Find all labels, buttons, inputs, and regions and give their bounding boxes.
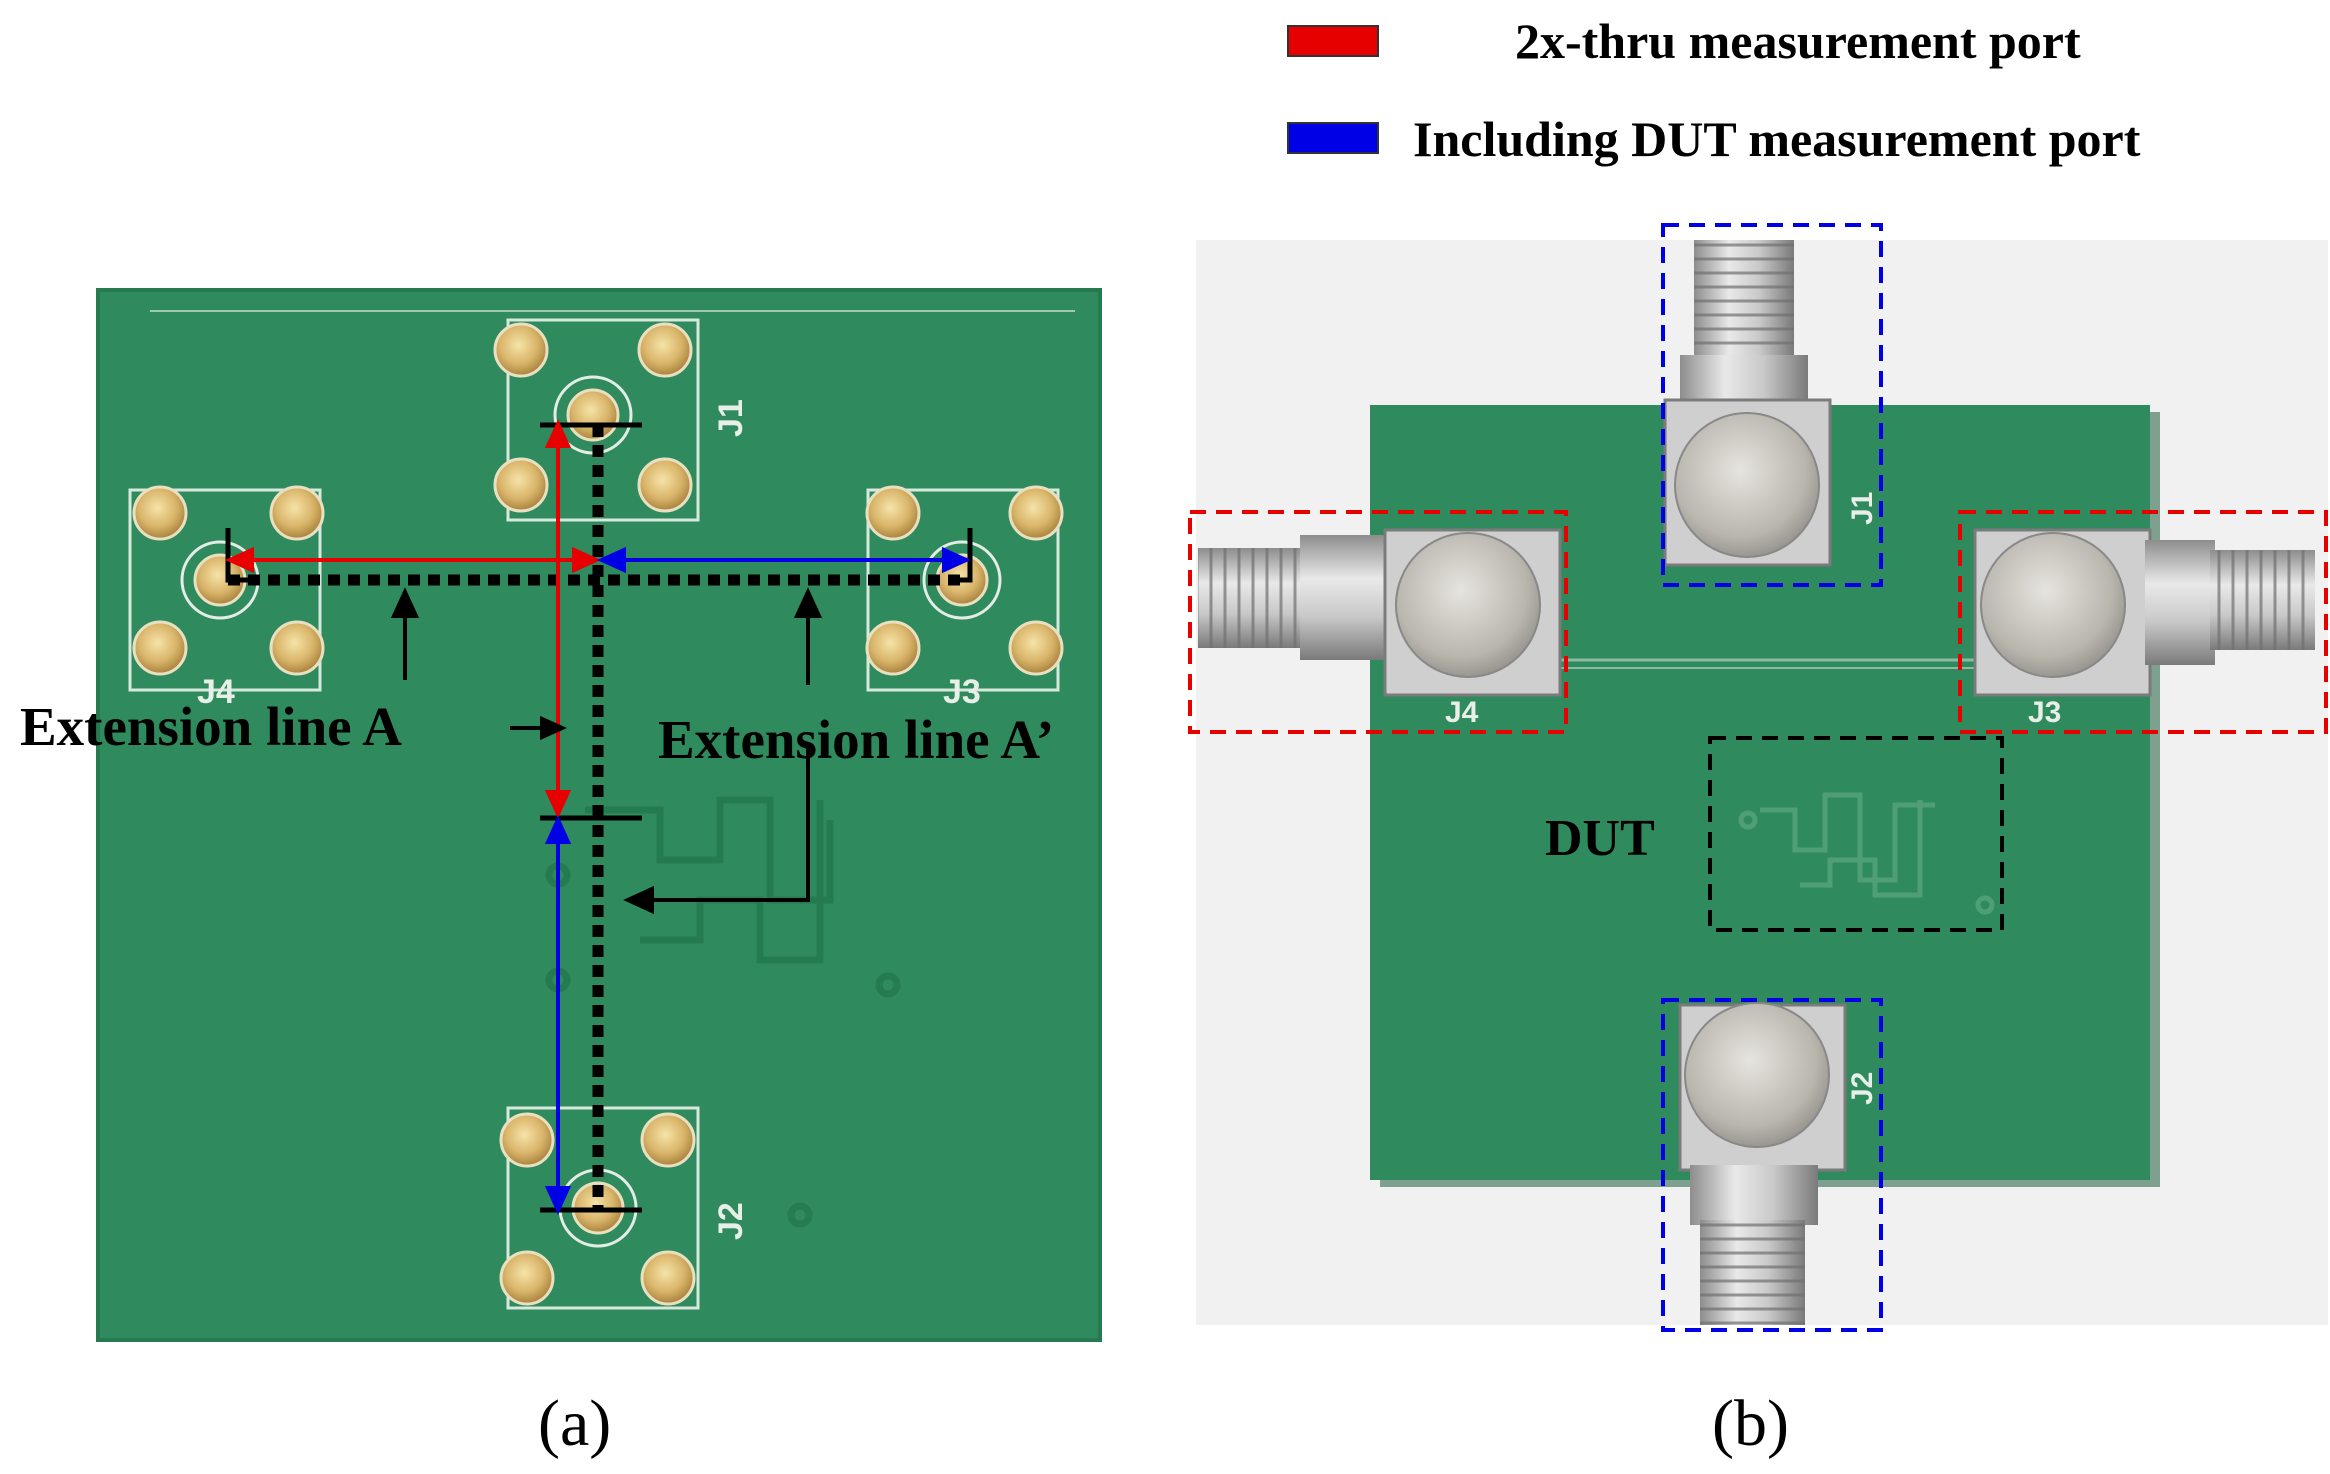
panel-a: J1 J4 J3: [20, 288, 1102, 1460]
pointer-arrows: [390, 587, 823, 915]
label-extension-line-a-prime: Extension line A’: [658, 709, 1054, 770]
red-box-j4: [1188, 510, 1568, 734]
legend-blue-label: Including DUT measurement port: [1413, 111, 2141, 167]
port-boxes-b: [1188, 223, 2328, 1332]
connector-j2-b: J2: [1678, 1002, 1879, 1325]
connector-j4-b: J4: [1198, 528, 1562, 729]
blue-arrows-a: [544, 546, 971, 1215]
legend-blue-swatch: [1287, 122, 1379, 154]
blue-box-j2: [1661, 998, 1883, 1332]
label-dut: DUT: [1545, 810, 1655, 867]
blue-box-j1: [1661, 223, 1883, 587]
silk-j1-a: J1: [712, 399, 750, 437]
dut-traces-b: [1738, 792, 1995, 915]
silk-j4-b: J4: [1445, 696, 1479, 729]
footprint-j2-a: J2: [499, 1106, 750, 1310]
footprint-j4-a: J4: [128, 485, 325, 711]
connector-j3-b: J3: [1973, 528, 2315, 729]
footprint-j3-a: J3: [865, 485, 1064, 711]
silk-j2-a: J2: [712, 1202, 750, 1240]
label-extension-line-a: Extension line A: [20, 696, 402, 757]
connector-j1-b: J1: [1663, 240, 1879, 567]
red-arrows-a: [225, 419, 601, 819]
panel-b: J1 J2 J4 J3: [1188, 223, 2328, 1460]
legend-red-swatch: [1287, 25, 1379, 57]
dut-box: [1708, 736, 2004, 932]
caption-a: (a): [538, 1387, 611, 1460]
caption-b: (b): [1712, 1387, 1789, 1460]
silk-j4-a: J4: [197, 673, 235, 711]
silk-j3-a: J3: [943, 673, 981, 711]
legend: 2x-thru measurement port Including DUT m…: [1287, 13, 2141, 167]
silk-j3-b: J3: [2028, 696, 2061, 729]
legend-red-label: 2x-thru measurement port: [1515, 13, 2081, 69]
red-box-j3: [1958, 510, 2328, 734]
silk-j1-b: J1: [1846, 492, 1879, 525]
silk-j2-b: J2: [1846, 1072, 1879, 1105]
